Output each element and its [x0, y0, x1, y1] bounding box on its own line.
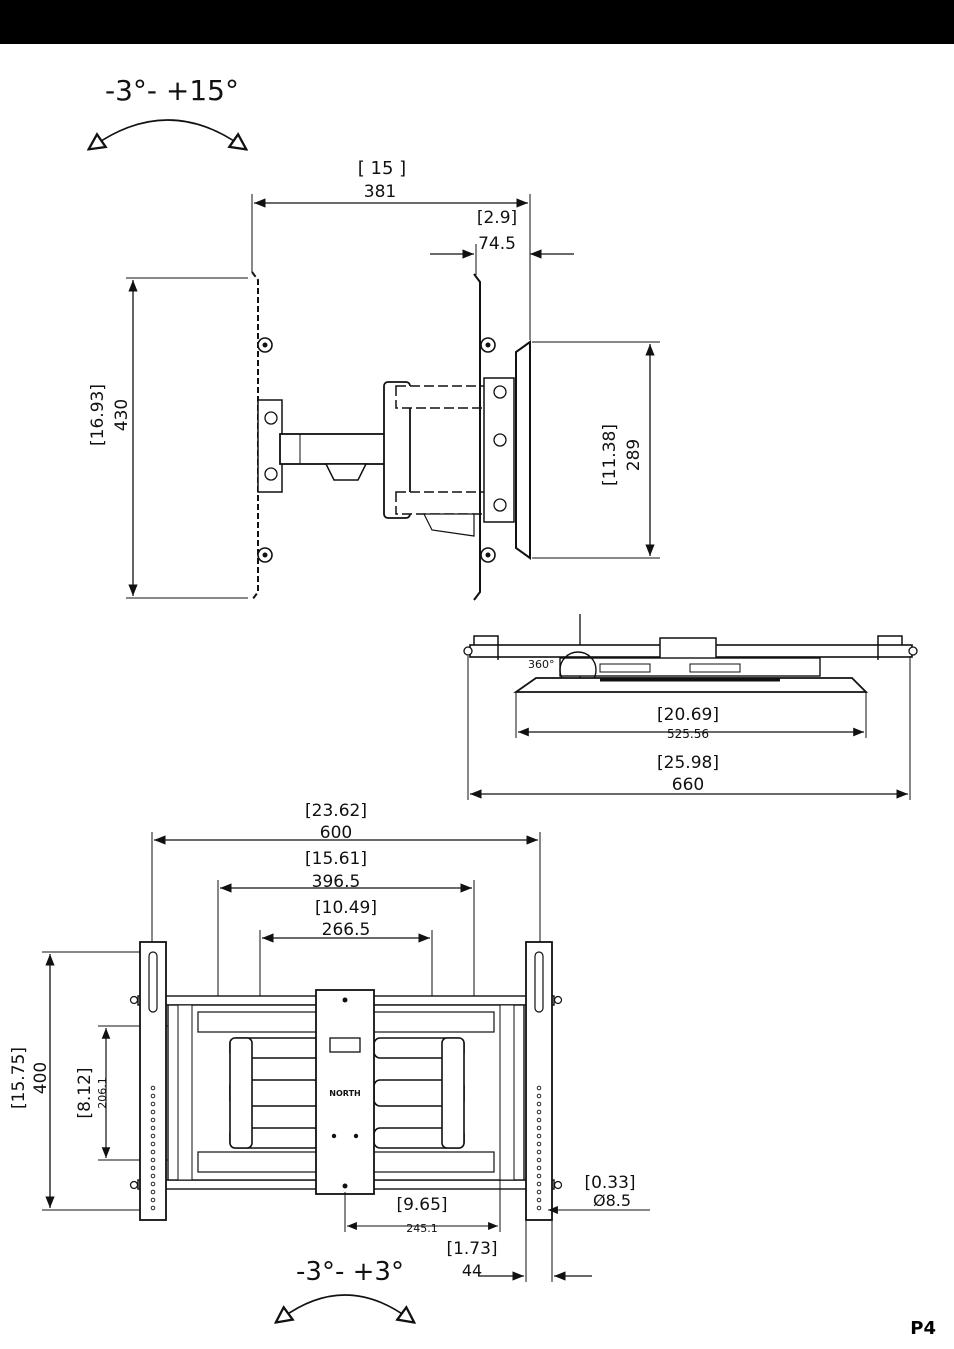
height-min-inch-label: [8.12] [75, 1067, 95, 1118]
rail-hole [150, 1085, 156, 1091]
rail-hole [150, 1157, 156, 1163]
rail-hole [150, 1141, 156, 1147]
tv-plate-outline [515, 340, 531, 560]
rail-hole [536, 1181, 542, 1187]
rail-mounting-holes [150, 1085, 542, 1211]
rail-hole [150, 1109, 156, 1115]
mid-plate-outline [473, 273, 481, 601]
depth-inch-label: [ 15 ] [358, 158, 406, 179]
rail-width-inch-label: [1.73] [446, 1239, 497, 1259]
front-view: [23.62] 600 [15.61] 396.5 [10.49] 266.5 … [9, 801, 650, 1318]
vesa-min-inch-label: [10.49] [315, 898, 377, 918]
wall-height-inch-label: [16.93] [88, 384, 108, 446]
wall-height-mm-label: 430 [112, 399, 132, 431]
vesa-mid-mm-label: 396.5 [312, 872, 361, 892]
height-max-inch-label: [15.75] [9, 1047, 29, 1109]
rail-hole [150, 1149, 156, 1155]
rail-hole [536, 1117, 542, 1123]
page-number: P4 [910, 1318, 936, 1339]
rotation-label: 360° [528, 658, 555, 671]
hole-diameter-mm-label: Ø8.5 [593, 1191, 631, 1210]
rail-hole [536, 1093, 542, 1099]
side-tilt-label: -3°- +15° [105, 74, 239, 107]
rail-hole [150, 1205, 156, 1211]
top-black-bar [0, 0, 954, 44]
rail-hole [150, 1101, 156, 1107]
tv-height-mm-label: 289 [624, 439, 644, 471]
vesa-max-inch-label: [23.62] [305, 801, 367, 821]
depth-mm-label: 381 [364, 182, 396, 202]
wall-plate-outline [251, 271, 259, 601]
rail-hole [150, 1173, 156, 1179]
rail-hole [150, 1181, 156, 1187]
min-depth-mm-label: 74.5 [478, 234, 516, 254]
rail-width-mm-label: 44 [462, 1261, 482, 1280]
vesa-min-mm-label: 266.5 [322, 920, 371, 940]
overall-width-mm-label: 660 [672, 775, 704, 795]
top-view: 360° [20.69] 525.56 [25.98] 660 [463, 614, 918, 800]
inner-width-mm-label: 525.56 [667, 727, 709, 741]
vesa-mid-inch-label: [15.61] [305, 849, 367, 869]
rail-hole [536, 1101, 542, 1107]
brand-logo: NORTH [329, 1089, 360, 1098]
side-view: -3°- +15° [ 15 ] 381 [2.9] 74.5 [16.93] … [88, 74, 660, 601]
rail-hole [536, 1205, 542, 1211]
rail-hole [150, 1197, 156, 1203]
rail-hole [536, 1189, 542, 1195]
height-max-mm-label: 400 [31, 1062, 51, 1094]
rail-hole [150, 1093, 156, 1099]
rail-hole [536, 1157, 542, 1163]
rail-hole [150, 1125, 156, 1131]
min-depth-inch-label: [2.9] [477, 208, 517, 228]
rail-hole [150, 1117, 156, 1123]
arm-elbow [383, 381, 411, 519]
rail-hole [536, 1149, 542, 1155]
rail-hole [536, 1141, 542, 1147]
height-min-mm-label: 206.1 [96, 1077, 109, 1109]
rail-hole [536, 1125, 542, 1131]
rail-hole [150, 1133, 156, 1139]
rail-hole [536, 1197, 542, 1203]
rail-hole [536, 1133, 542, 1139]
rail-hole [536, 1085, 542, 1091]
upper-arm-top [395, 385, 499, 409]
rail-hole [150, 1165, 156, 1171]
hole-diameter-inch-label: [0.33] [584, 1173, 635, 1193]
front-tilt-arc [282, 1294, 408, 1318]
front-tilt-label: -3°- +3° [296, 1257, 404, 1287]
offset-inch-label: [9.65] [396, 1195, 447, 1215]
overall-width-inch-label: [25.98] [657, 753, 719, 773]
inner-width-inch-label: [20.69] [657, 705, 719, 725]
rail-hole [150, 1189, 156, 1195]
offset-mm-label: 245.1 [406, 1222, 438, 1235]
side-tilt-arc [95, 119, 240, 145]
center-plate [315, 989, 375, 1195]
rail-hole [536, 1165, 542, 1171]
rail-hole [536, 1109, 542, 1115]
tv-height-inch-label: [11.38] [600, 424, 620, 486]
rail-hole [536, 1173, 542, 1179]
upper-arm-bottom [395, 491, 499, 515]
